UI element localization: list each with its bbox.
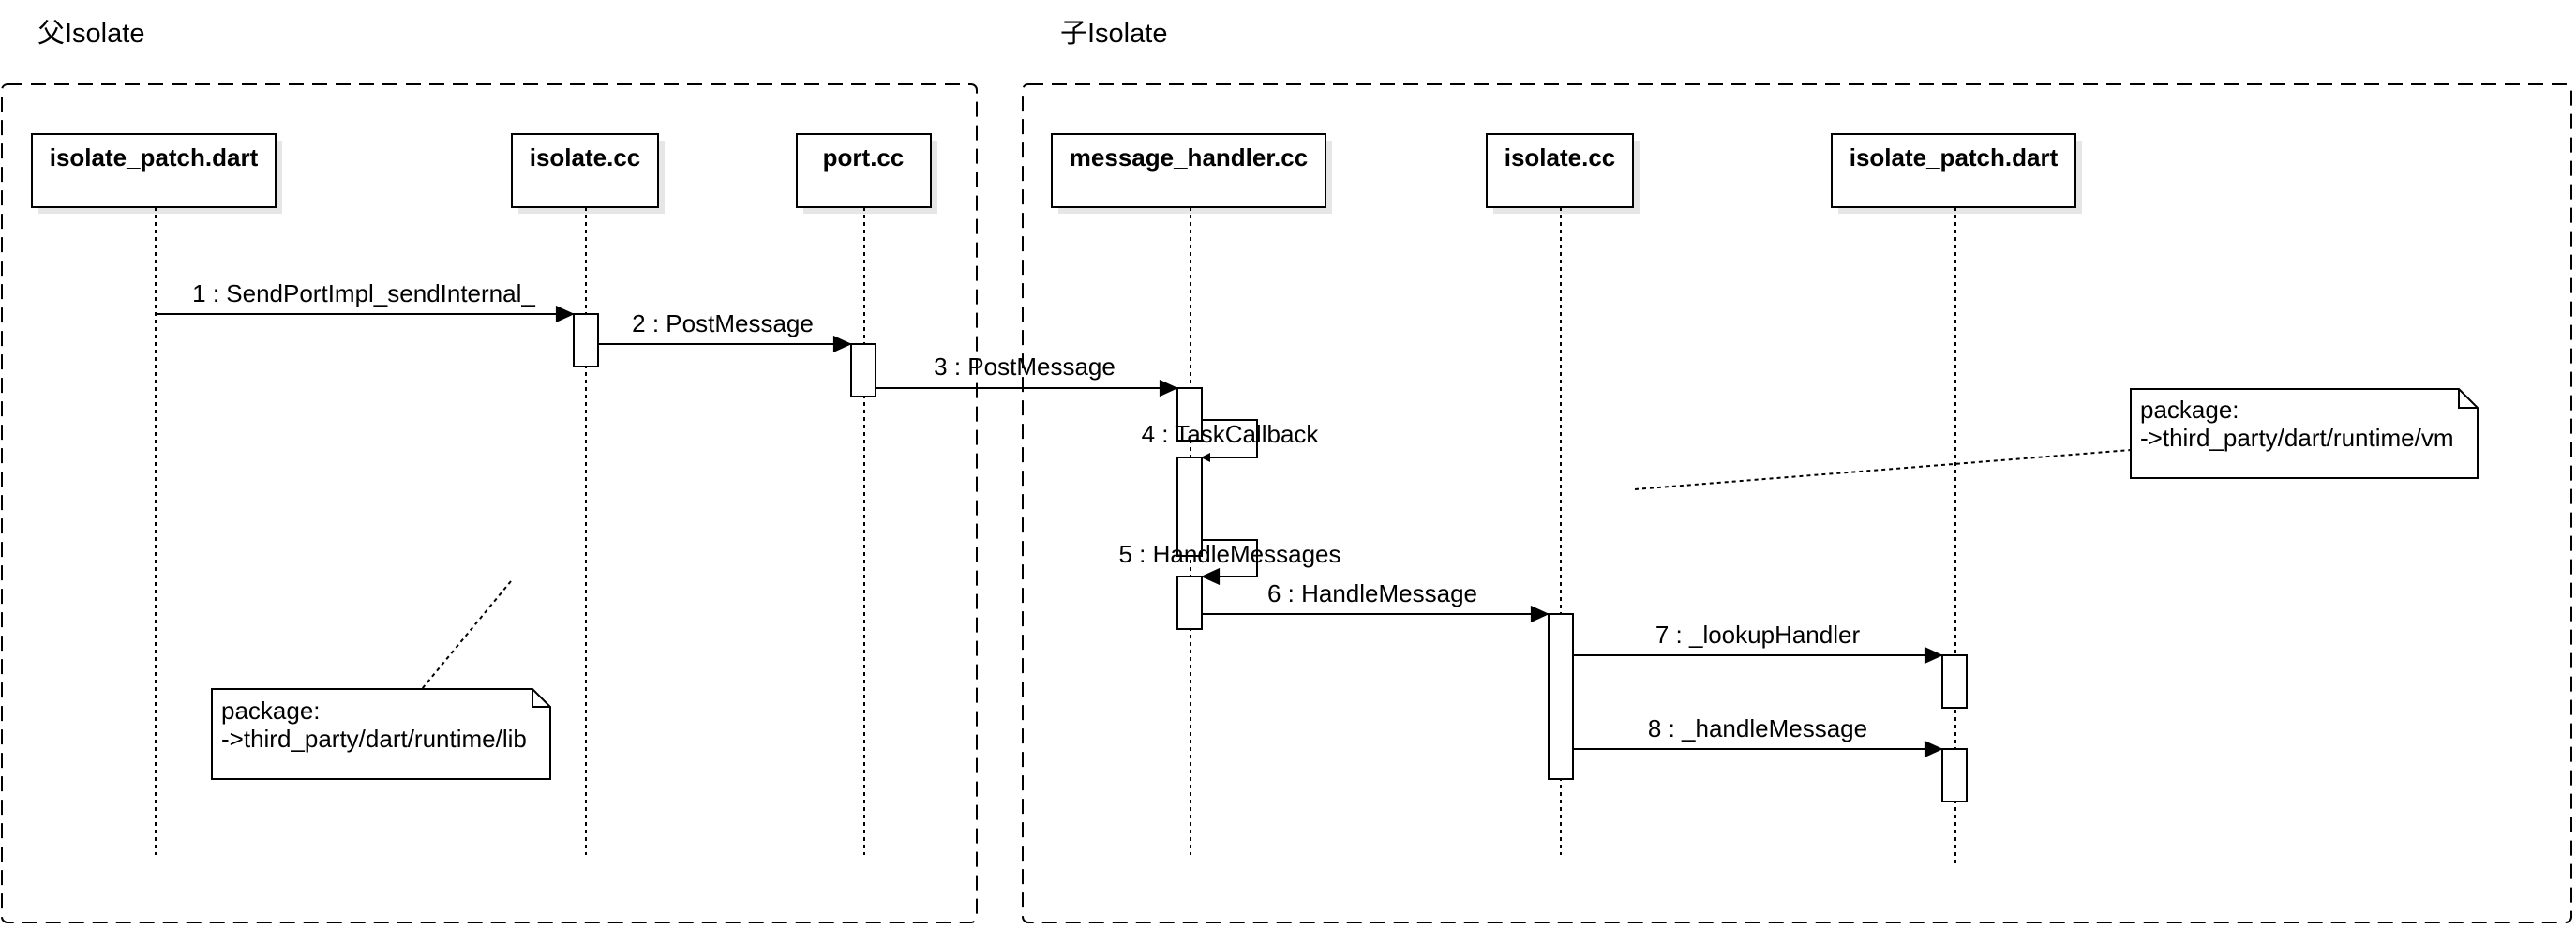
lifeline-label: port.cc xyxy=(823,143,905,172)
note-connector xyxy=(1634,449,2132,490)
message-label: 1 : SendPortImpl_sendInternal_ xyxy=(192,279,535,307)
message-2: 2 : PostMessage xyxy=(598,309,852,353)
lifeline-isolate-patch-child: isolate_patch.dart xyxy=(1831,133,2082,867)
activation-bar xyxy=(1176,576,1203,630)
note-line-2: ->third_party/dart/runtime/lib xyxy=(221,725,527,753)
message-8: 8 : _handleMessage xyxy=(1573,714,1943,758)
lifeline-message-handler: message_handler.cc xyxy=(1051,133,1332,855)
activation-bar xyxy=(1176,387,1203,442)
activation-bars xyxy=(573,313,1968,802)
message-5-self: 5 : HandleMessages xyxy=(1118,539,1341,586)
note-connector xyxy=(421,580,512,690)
note-line-2: ->third_party/dart/runtime/vm xyxy=(2140,424,2454,452)
parent-group-title: 父Isolate xyxy=(37,19,144,49)
message-7: 7 : _lookupHandler xyxy=(1573,621,1943,665)
message-label: 5 : HandleMessages xyxy=(1118,540,1340,568)
message-label: 3 : PostMessage xyxy=(934,352,1116,381)
lifeline-head xyxy=(1831,133,2076,208)
note-box xyxy=(2130,388,2479,479)
note-box xyxy=(211,688,551,780)
activation-bar xyxy=(850,343,876,397)
message-label: 8 : _handleMessage xyxy=(1648,714,1867,742)
parent-group-frame xyxy=(1,83,978,923)
message-label: 6 : HandleMessage xyxy=(1267,579,1477,607)
note-line-1: package: xyxy=(2140,396,2239,424)
message-label: 7 : _lookupHandler xyxy=(1655,621,1861,649)
child-isolate-group: 子Isolate xyxy=(1022,19,2572,923)
lifeline-isolate-cc-child: isolate.cc xyxy=(1486,133,1640,855)
activation-bar xyxy=(1941,748,1968,802)
lifeline-head xyxy=(796,133,932,208)
lifeline-port-cc: port.cc xyxy=(796,133,937,855)
message-6: 6 : HandleMessage xyxy=(1202,579,1550,623)
message-label: 4 : TaskCallback xyxy=(1142,420,1320,448)
lifeline-isolate-cc-parent: isolate.cc xyxy=(511,133,665,855)
message-1: 1 : SendPortImpl_sendInternal_ xyxy=(156,279,575,323)
lifeline-label: isolate.cc xyxy=(1505,143,1616,172)
message-3: 3 : PostMessage xyxy=(876,352,1178,397)
lifeline-label: message_handler.cc xyxy=(1070,143,1308,172)
note-line-1: package: xyxy=(221,697,321,725)
lifeline-label: isolate_patch.dart xyxy=(1850,143,2059,172)
message-arrow xyxy=(1201,539,1258,586)
child-group-frame xyxy=(1022,83,2572,923)
note-runtime-vm: package: ->third_party/dart/runtime/vm xyxy=(1634,388,2479,490)
lifeline-head xyxy=(31,133,277,208)
lifeline-label: isolate_patch.dart xyxy=(50,143,259,172)
lifeline-head xyxy=(1051,133,1326,208)
lifeline-label: isolate.cc xyxy=(530,143,641,172)
activation-bar xyxy=(573,313,599,367)
activation-bar xyxy=(1176,457,1203,557)
note-runtime-lib: package: ->third_party/dart/runtime/lib xyxy=(211,580,551,780)
activation-bar xyxy=(1548,613,1574,780)
child-group-title: 子Isolate xyxy=(1060,19,1167,49)
message-4-self: 4 : TaskCallback xyxy=(1142,419,1320,462)
lifeline-isolate-patch-parent: isolate_patch.dart xyxy=(31,133,282,855)
activation-bar xyxy=(1941,654,1968,709)
message-label: 2 : PostMessage xyxy=(632,309,814,337)
message-arrow xyxy=(1201,419,1258,462)
parent-isolate-group: 父Isolate xyxy=(1,19,978,923)
